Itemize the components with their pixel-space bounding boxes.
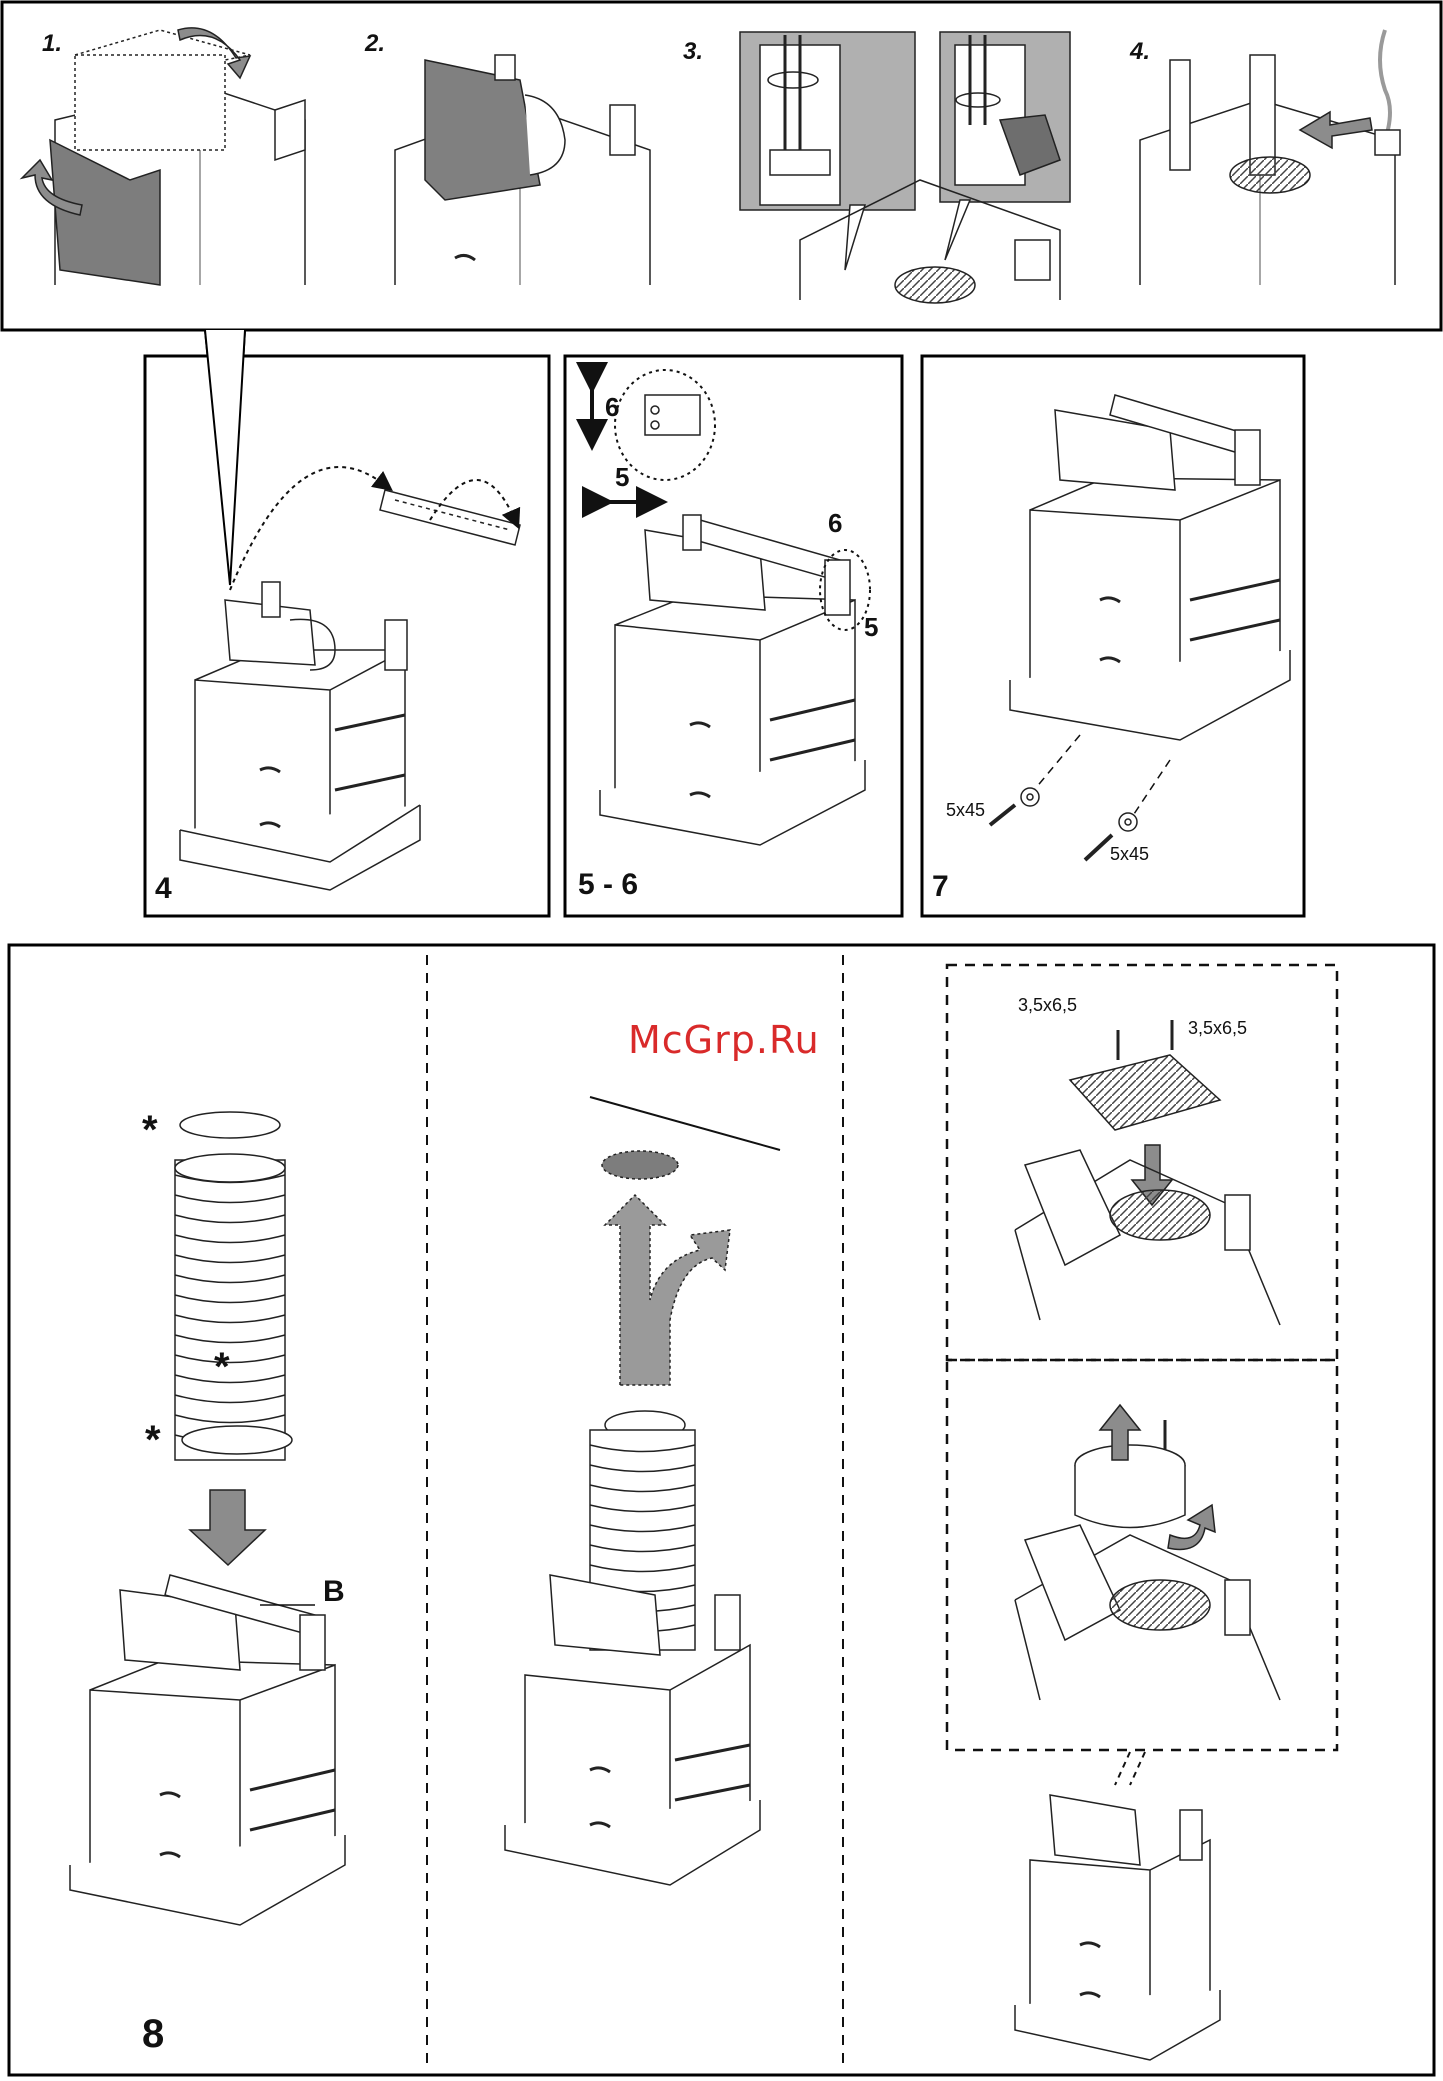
callout-b: B [323, 1575, 345, 1609]
screw-size-8a: 3,5x6,5 [1018, 995, 1077, 1016]
watermark: McGrp.Ru [628, 1018, 820, 1062]
top-panel-frame [2, 2, 1441, 330]
step-label-1: 1. [42, 30, 62, 58]
ceiling-vent [602, 1151, 678, 1179]
panel-label-8: 8 [142, 2012, 164, 2057]
panel-label-7: 7 [932, 870, 949, 904]
flexible-duct-1 [175, 1112, 292, 1460]
screw-size-8b: 3,5x6,5 [1188, 1018, 1247, 1039]
screw-size-7b: 5x45 [1110, 844, 1149, 865]
step-label-2: 2. [365, 30, 385, 58]
step-label-3: 3. [683, 38, 703, 66]
screw-size-7a: 5x45 [946, 800, 985, 821]
asterisk-bottom: * [145, 1418, 161, 1463]
asterisk-middle: * [214, 1345, 230, 1390]
callout-6-right: 6 [828, 508, 842, 539]
panel-label-4: 4 [155, 872, 172, 906]
callout-5-left: 5 [615, 462, 629, 493]
step-label-4: 4. [1130, 38, 1150, 66]
callout-6-top: 6 [605, 392, 619, 423]
callout-5-right: 5 [864, 612, 878, 643]
asterisk-top: * [142, 1108, 158, 1153]
panel-label-5-6: 5 - 6 [578, 868, 638, 902]
